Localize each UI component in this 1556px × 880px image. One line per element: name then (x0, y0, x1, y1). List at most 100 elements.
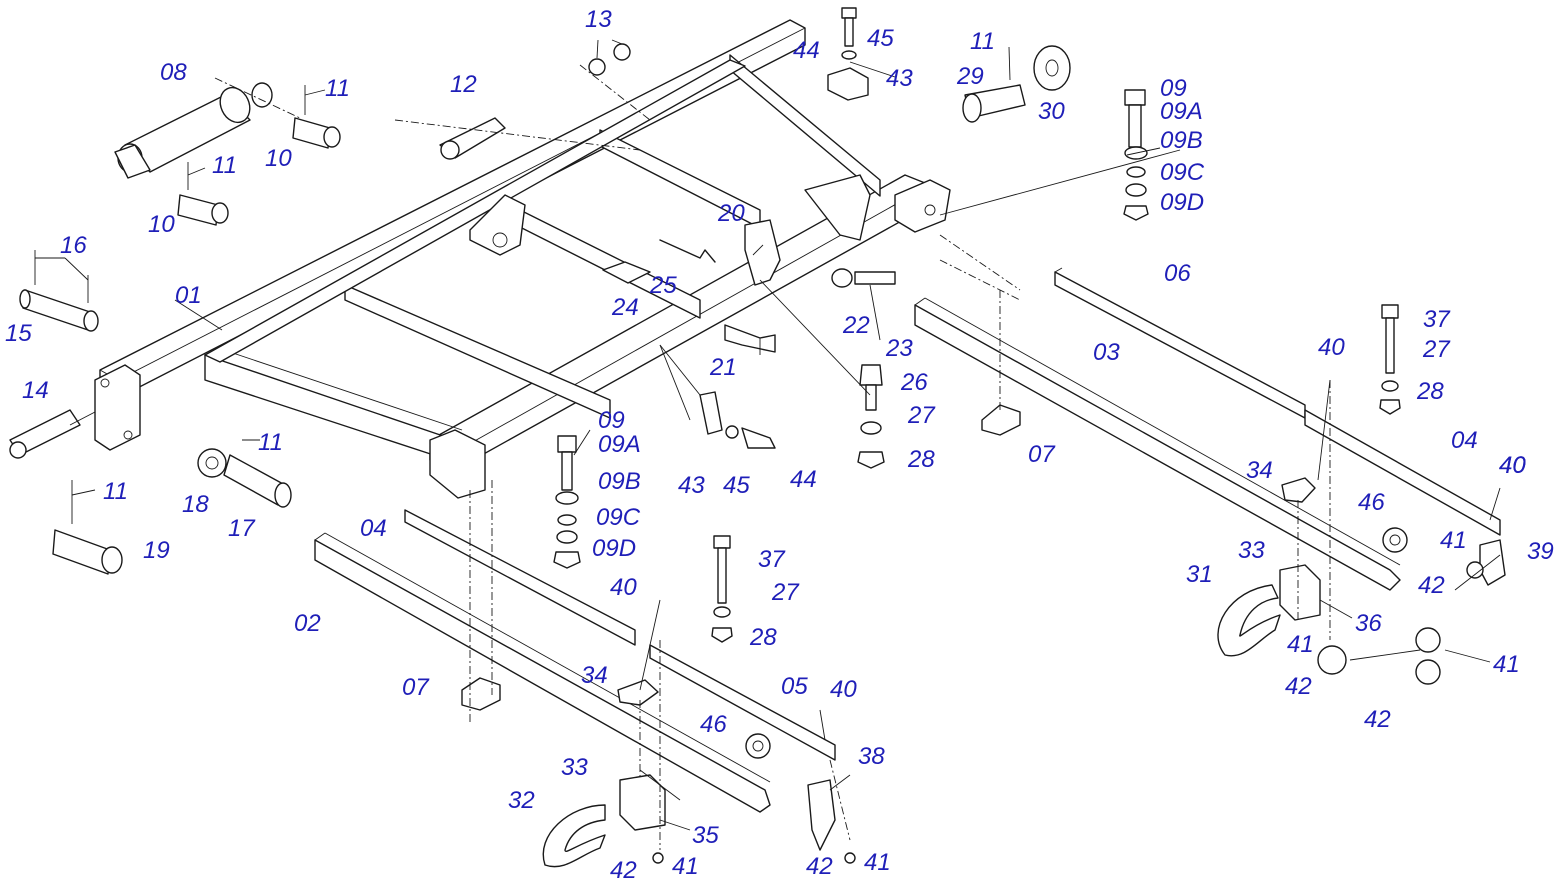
bracket-07-left (461, 677, 501, 711)
shank-32 (542, 804, 606, 868)
callout-42: 42 (1418, 572, 1445, 599)
callout-44: 44 (790, 466, 817, 493)
callout-28: 28 (749, 624, 777, 651)
callout-43: 43 (678, 472, 705, 499)
callout-40: 40 (1499, 452, 1526, 479)
pin-17 (223, 454, 292, 508)
hydraulic-cylinder (114, 82, 273, 179)
beam-04-right (1304, 409, 1501, 536)
bolt-stack-44-middle (699, 391, 776, 449)
callout-38: 38 (858, 743, 885, 770)
hitch-parts (602, 239, 896, 288)
callout-46: 46 (1358, 489, 1385, 516)
pin-19 (52, 480, 123, 575)
callout-42: 42 (610, 857, 637, 880)
beam-04-left (404, 509, 636, 646)
callout-40: 40 (610, 574, 637, 601)
callout-07: 07 (1028, 441, 1056, 468)
callout-08: 08 (160, 59, 187, 86)
bolt-stack-26 (857, 364, 885, 469)
callout-04: 04 (1451, 427, 1478, 454)
sweep-46-left (745, 733, 771, 759)
callout-19: 19 (143, 537, 170, 564)
callout-09A: 09A (1160, 98, 1203, 125)
callout-01: 01 (175, 282, 202, 309)
bracket-21 (724, 324, 776, 353)
callout-25: 25 (649, 272, 677, 299)
callout-32: 32 (508, 787, 535, 814)
callout-42: 42 (1364, 706, 1391, 733)
callout-12: 12 (450, 71, 477, 98)
callout-09D: 09D (592, 535, 636, 562)
jack-14 (9, 409, 96, 459)
shank-31 (1217, 584, 1281, 657)
callout-05: 05 (781, 673, 808, 700)
washers-41-42-right (1317, 561, 1484, 685)
beam-03 (914, 297, 1401, 591)
alignment-lines (214, 64, 1331, 850)
washers-41-42-left (652, 852, 856, 864)
callout-04: 04 (360, 515, 387, 542)
callout-28: 28 (1416, 378, 1444, 405)
callout-10: 10 (265, 145, 292, 172)
callout-45: 45 (723, 472, 750, 499)
beam-05 (649, 644, 836, 761)
callout-33: 33 (561, 754, 588, 781)
clamp-34-right (1281, 477, 1316, 503)
callout-11: 11 (325, 75, 350, 102)
bolt-stack-09-lower (553, 435, 581, 569)
pin-29 (962, 84, 1026, 123)
callout-02: 02 (294, 610, 321, 637)
callout-11: 11 (103, 478, 128, 505)
pin-10-lower (177, 162, 229, 226)
callout-40: 40 (830, 676, 857, 703)
callout-17: 17 (228, 515, 256, 542)
blade-38 (807, 779, 836, 851)
callout-46: 46 (700, 711, 727, 738)
callout-11: 11 (212, 152, 237, 179)
callout-45: 45 (867, 25, 894, 52)
callout-09C: 09C (596, 504, 641, 531)
main-frame (94, 19, 951, 499)
callout-09A: 09A (598, 431, 641, 458)
callout-18: 18 (182, 491, 209, 518)
washer-30 (1033, 45, 1071, 91)
callout-11: 11 (258, 429, 283, 456)
callout-40: 40 (1499, 452, 1526, 479)
bolt-stack-37-right (1379, 304, 1401, 415)
callout-31: 31 (1186, 561, 1213, 588)
blade-39 (1479, 539, 1506, 586)
callout-03: 03 (1093, 339, 1120, 366)
callout-43: 43 (886, 65, 913, 92)
callout-35: 35 (692, 822, 719, 849)
callout-44: 44 (793, 37, 820, 64)
callout-29: 29 (956, 63, 984, 90)
callout-41: 41 (672, 853, 699, 880)
callout-16: 16 (60, 232, 87, 259)
callout-34: 34 (581, 662, 608, 689)
plate-33-left (619, 774, 666, 831)
callout-27: 27 (771, 579, 800, 606)
callout-42: 42 (806, 853, 833, 880)
callout-41: 41 (1287, 631, 1314, 658)
callout-24: 24 (611, 294, 639, 321)
callout-34: 34 (1246, 457, 1273, 484)
callout-27: 27 (907, 402, 936, 429)
callout-07: 07 (402, 674, 430, 701)
callout-28: 28 (907, 446, 935, 473)
pin-15 (19, 250, 99, 332)
callout-40: 40 (1318, 334, 1345, 361)
callout-09: 09 (1160, 75, 1187, 102)
callout-36: 36 (1355, 610, 1382, 637)
callout-39: 39 (1527, 538, 1554, 565)
callout-09B: 09B (1160, 127, 1203, 154)
callout-23: 23 (885, 335, 913, 362)
clevis-12 (439, 117, 506, 160)
callout-26: 26 (900, 369, 928, 396)
plate-33-right (1279, 564, 1321, 621)
callout-09: 09 (598, 407, 625, 434)
leader-lines (35, 39, 1501, 831)
callout-41: 41 (1493, 651, 1520, 678)
callout-09D: 09D (1160, 189, 1204, 216)
